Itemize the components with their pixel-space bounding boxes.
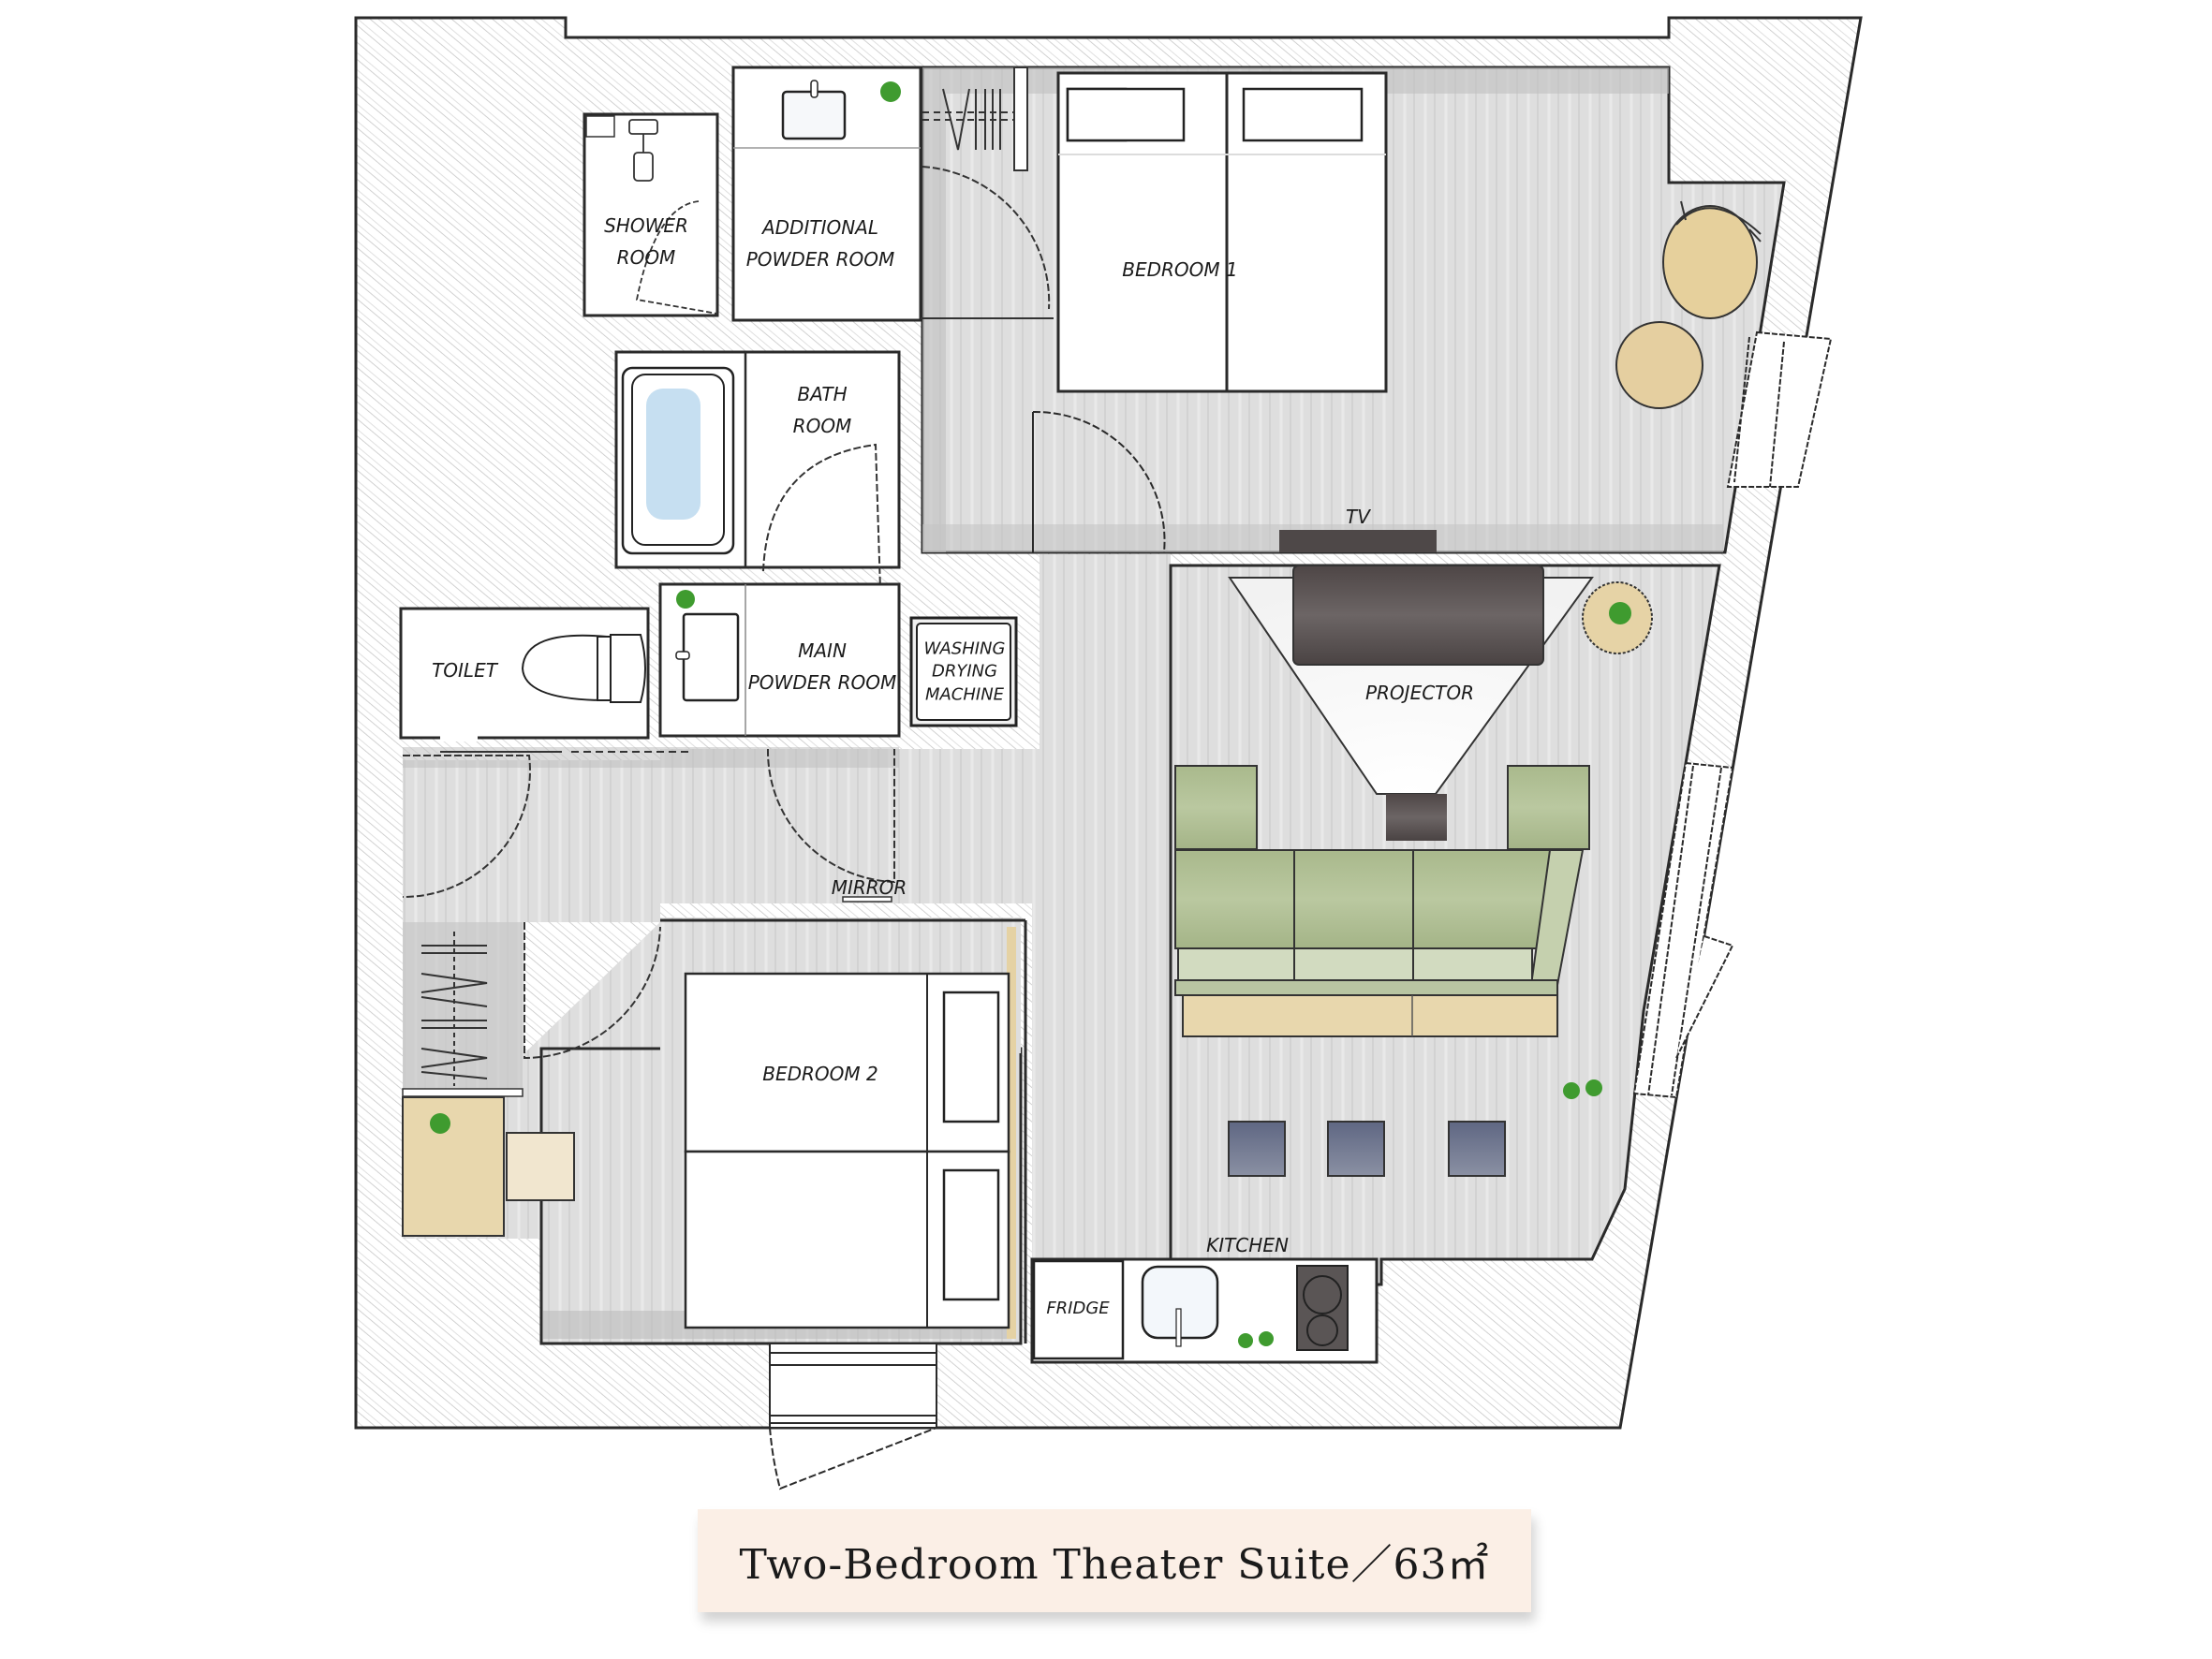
plant-icon bbox=[880, 81, 901, 102]
living-theater-room bbox=[1169, 564, 1734, 1286]
desk-chair-icon bbox=[506, 1132, 575, 1201]
sofa-icon bbox=[1174, 849, 1585, 996]
closet-icon bbox=[402, 922, 524, 1097]
desk-icon bbox=[402, 1096, 505, 1237]
sink-icon bbox=[781, 90, 847, 140]
bath-room bbox=[614, 350, 901, 591]
side-table-icon bbox=[1615, 321, 1703, 409]
main-powder-room bbox=[658, 582, 901, 738]
window-bedroom-2 bbox=[769, 1343, 937, 1490]
plant-icon bbox=[1609, 602, 1631, 624]
media-cabinet-icon bbox=[1292, 565, 1544, 666]
counter-table-icon bbox=[1182, 994, 1558, 1037]
stool-icon bbox=[1228, 1121, 1286, 1177]
plant-icon bbox=[1585, 1079, 1602, 1096]
window-living bbox=[1632, 761, 1734, 1099]
bed-icon bbox=[1056, 71, 1388, 393]
washing-machine bbox=[909, 616, 1018, 727]
cooktop-icon bbox=[1296, 1265, 1349, 1351]
armchair-left-icon bbox=[1174, 765, 1258, 850]
tv-icon bbox=[1279, 530, 1437, 552]
lounge-chair-icon bbox=[1662, 200, 1762, 319]
bathtub-icon bbox=[621, 366, 735, 555]
additional-powder-room bbox=[731, 66, 1054, 322]
plant-icon bbox=[430, 1113, 450, 1134]
shower-room bbox=[582, 112, 719, 317]
plant-icon bbox=[676, 590, 695, 609]
fridge-icon bbox=[1032, 1259, 1125, 1360]
plant-icon bbox=[1238, 1333, 1253, 1348]
corridor bbox=[402, 554, 1171, 1259]
mirror-icon bbox=[842, 896, 892, 903]
vanity-sink-icon bbox=[682, 612, 740, 702]
stool-icon bbox=[1448, 1121, 1506, 1177]
bedroom-1 bbox=[921, 66, 1833, 554]
plan-title: Two-Bedroom Theater Suite／63㎡ bbox=[739, 1541, 1490, 1589]
wardrobe-icon bbox=[922, 66, 1028, 171]
kitchen bbox=[1030, 1257, 1379, 1364]
shower-head-icon bbox=[628, 119, 658, 182]
plan-title-caption: Two-Bedroom Theater Suite／63㎡ bbox=[698, 1509, 1531, 1612]
bedroom-2 bbox=[402, 918, 1027, 1490]
twin-beds-icon bbox=[684, 972, 1010, 1329]
toilet-room bbox=[399, 607, 650, 741]
window-bedroom-1 bbox=[1726, 330, 1833, 488]
armchair-right-icon bbox=[1507, 765, 1590, 850]
toilet-icon bbox=[521, 634, 646, 703]
plant-icon bbox=[1563, 1082, 1580, 1099]
projector-icon bbox=[1386, 794, 1447, 841]
plant-icon bbox=[1259, 1331, 1274, 1346]
stool-icon bbox=[1327, 1121, 1385, 1177]
door-bedroom-1 bbox=[1032, 410, 1166, 553]
